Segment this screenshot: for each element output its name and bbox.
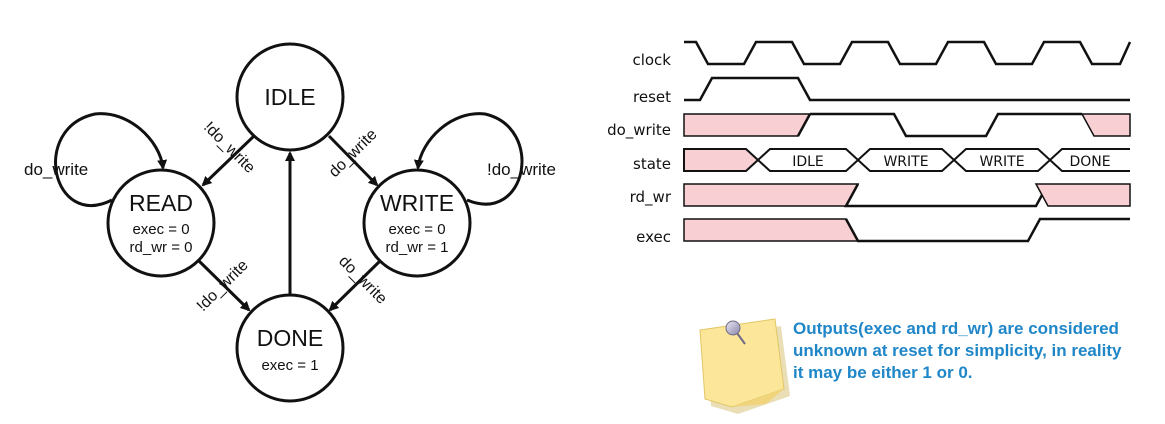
signal-label-do-write: do_write <box>607 121 671 140</box>
wave-do-write <box>683 112 1131 138</box>
transition-read-to-done <box>197 259 251 312</box>
wave-state: IDLE WRITE WRITE DONE <box>683 148 1130 172</box>
signal-label-reset: reset <box>633 88 671 106</box>
transition-write-to-done <box>328 259 382 312</box>
state-write-output-exec: exec = 0 <box>388 221 445 238</box>
state-write: WRITE exec = 0 rd_wr = 1 <box>362 168 472 278</box>
state-idle-name: IDLE <box>264 84 315 110</box>
label-write-self: !do_write <box>487 160 556 179</box>
state-value-idle: IDLE <box>792 154 824 170</box>
state-read-name: READ <box>129 190 193 216</box>
signal-label-rd-wr: rd_wr <box>630 188 672 207</box>
state-read-output-exec: exec = 0 <box>132 221 189 238</box>
state-value-write-2: WRITE <box>979 154 1024 170</box>
wave-exec <box>683 217 1130 243</box>
signal-label-exec: exec <box>636 228 671 246</box>
signal-label-state: state <box>633 155 671 173</box>
state-read-output-rdwr: rd_wr = 0 <box>130 239 193 256</box>
label-read-self: do_write <box>24 160 88 179</box>
sticky-note-icon <box>699 318 790 414</box>
label-idle-to-write: do_write <box>326 126 381 181</box>
transition-idle-to-read <box>201 134 256 187</box>
state-seg-done <box>1048 148 1130 172</box>
transition-write-self <box>413 112 524 206</box>
transition-idle-to-write <box>327 134 379 187</box>
note-text: Outputs(exec and rd_wr) are considered u… <box>793 319 1122 382</box>
state-value-write-1: WRITE <box>883 154 928 170</box>
signal-label-clock: clock <box>632 51 671 69</box>
wave-rd-wr <box>683 183 1131 208</box>
state-write-output-rdwr: rd_wr = 1 <box>386 239 449 256</box>
state-read: READ exec = 0 rd_wr = 0 <box>106 168 216 278</box>
state-done-name: DONE <box>257 325 323 351</box>
state-done-output-exec: exec = 1 <box>261 357 318 374</box>
timing-diagram: clock reset do_write state rd_wr exec ID… <box>607 40 1132 246</box>
state-machine: IDLE READ exec = 0 rd_wr = 0 WRITE exec … <box>24 42 556 403</box>
wave-reset <box>684 76 1130 102</box>
transition-read-self <box>54 112 168 207</box>
state-write-name: WRITE <box>380 190 454 216</box>
wave-clock <box>684 40 1132 66</box>
state-idle: IDLE <box>235 42 345 152</box>
state-done: DONE exec = 1 <box>235 293 345 403</box>
state-value-done: DONE <box>1069 154 1110 170</box>
